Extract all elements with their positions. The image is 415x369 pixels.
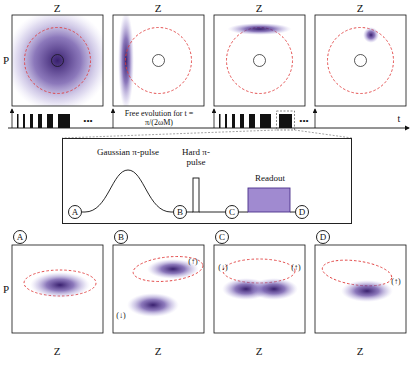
axis-label: Z [155, 346, 162, 357]
phase-panel [315, 245, 406, 333]
axis-label: Z [256, 3, 263, 14]
step-marker: C [225, 205, 239, 219]
step-note: Free evolution for t = π/(2ωM) [112, 109, 206, 127]
panel-marker: C [215, 230, 229, 244]
step-marker: B [173, 205, 187, 219]
marker-letter: B [118, 233, 124, 242]
panel-marker: A [13, 230, 27, 244]
marker-letter: C [229, 208, 235, 217]
step-marker: A [68, 205, 82, 219]
phase-panel [6, 9, 110, 113]
phase-panel [113, 11, 204, 111]
spin-label: (↑) [391, 278, 400, 286]
axis-label: P [3, 284, 9, 295]
spin-label: (↓) [218, 264, 227, 272]
step-marker: D [295, 205, 309, 219]
axis-label: Z [54, 3, 61, 14]
pulse-label: Hard π-pulse [174, 147, 218, 168]
pulse-label: Readout [235, 173, 305, 183]
phase-panel [214, 15, 305, 106]
marker-letter: A [17, 233, 24, 242]
marker-letter: A [72, 208, 79, 217]
axis-label: Z [357, 346, 364, 357]
axis-label: Z [155, 3, 162, 14]
phase-panel [315, 15, 406, 106]
pulse-label: Gaussian π-pulse [97, 147, 159, 157]
axis-label: Z [54, 346, 61, 357]
readout-window [248, 188, 290, 212]
marker-letter: C [219, 233, 225, 242]
axis-label: Z [256, 346, 263, 357]
phase-panel [12, 245, 103, 333]
ellipsis: ••• [83, 117, 92, 126]
axis-label: P [3, 55, 9, 66]
ellipsis: ••• [299, 117, 308, 126]
spin-label: (↑) [291, 264, 300, 272]
panel-marker: B [114, 230, 128, 244]
panel-marker: D [316, 230, 330, 244]
marker-letter: D [320, 233, 327, 242]
phase-panel [113, 245, 204, 333]
marker-letter: B [177, 208, 183, 217]
spin-label: (↑) [188, 258, 197, 266]
marker-letter: D [299, 208, 306, 217]
phase-panel [214, 245, 305, 333]
pulse-inset: Gaussian π-pulse Hard π-pulseReadoutA B C D [62, 138, 352, 224]
axis-label: t [398, 114, 401, 124]
axis-label: Z [357, 3, 364, 14]
spin-label: (↓) [116, 312, 125, 320]
